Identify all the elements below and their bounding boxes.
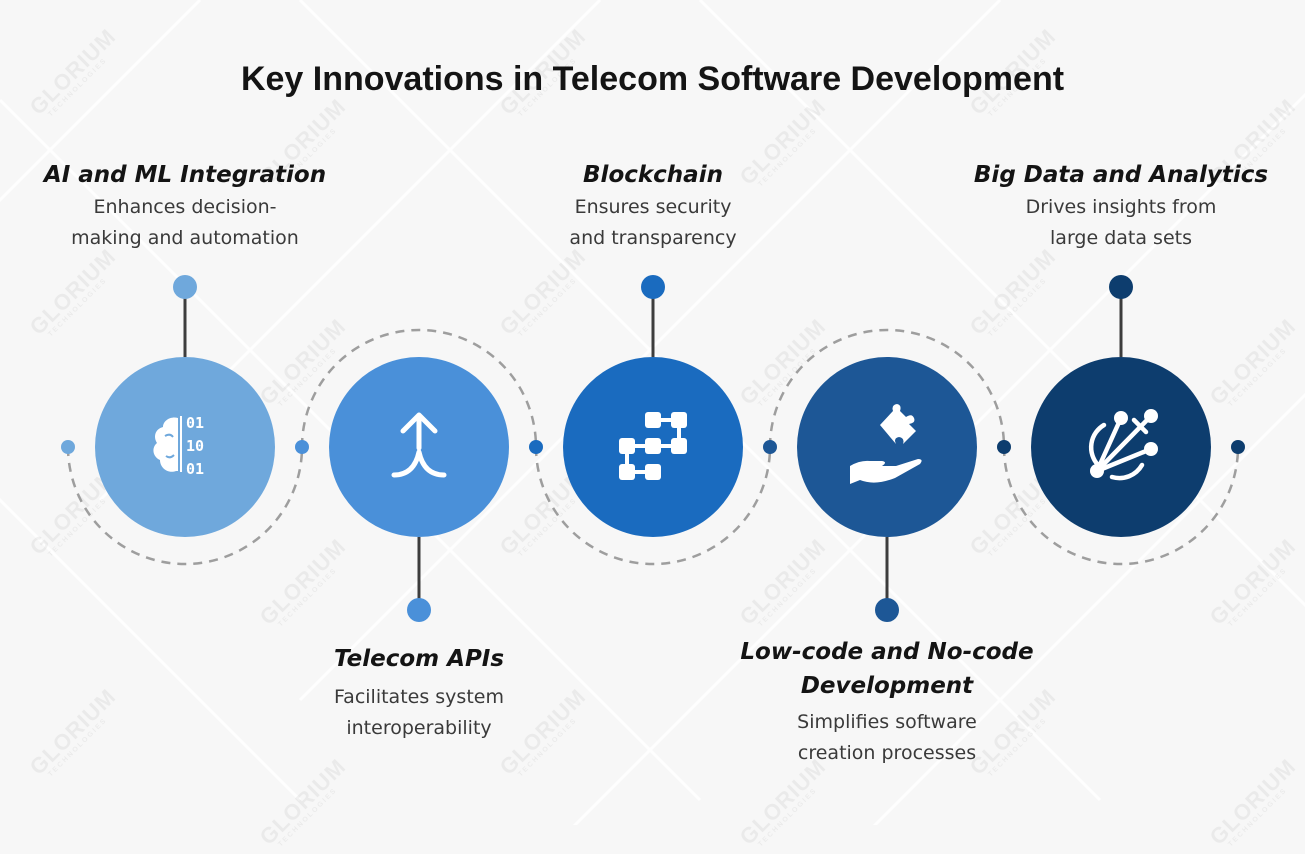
dashed-arc-2 (300, 328, 538, 448)
svg-text:01: 01 (186, 460, 204, 478)
dashed-arc-4 (768, 328, 1006, 448)
innovation-heading: Telecom APIs (333, 646, 505, 672)
connector-dot-1 (173, 275, 197, 299)
svg-text:01: 01 (186, 414, 204, 432)
merge-arrow-icon (391, 412, 447, 478)
brain-binary-icon: 01 10 01 (153, 414, 204, 478)
innovation-desc-line: Drives insights from (1025, 196, 1217, 218)
timeline-diagram: 01 10 01 (61, 275, 1245, 622)
innovation-desc-line: and transparency (569, 227, 737, 249)
innovation-desc-line: Ensures security (574, 196, 732, 218)
block-chain-icon (619, 412, 687, 480)
innovation-desc-line: making and automation (71, 227, 299, 249)
svg-text:10: 10 (186, 437, 204, 455)
innovation-desc-line: interoperability (346, 717, 492, 739)
connector-dot-4 (875, 598, 899, 622)
connector-dot-3 (641, 275, 665, 299)
innovation-heading: Low-code and No-code (740, 639, 1034, 665)
innovation-label-low-code: Low-code and No-code Development Simplif… (717, 635, 1057, 769)
innovation-desc-line: Facilitates system (334, 686, 504, 708)
connector-dot-5 (1109, 275, 1133, 299)
innovation-heading: Development (800, 673, 974, 699)
innovation-heading: Blockchain (583, 162, 723, 188)
innovation-circle-ai-ml (95, 357, 275, 537)
innovation-heading: Big Data and Analytics (973, 162, 1269, 188)
innovation-desc-line: large data sets (1050, 227, 1192, 249)
hand-puzzle-icon (850, 404, 922, 484)
dashed-arc-3 (534, 446, 772, 566)
innovation-desc-line: Simplifies software (797, 711, 977, 733)
page-title: Key Innovations in Telecom Software Deve… (240, 60, 1065, 98)
innovation-circle-low-code (797, 357, 977, 537)
dashed-arc-1 (66, 446, 304, 566)
innovation-heading: AI and ML Integration (43, 162, 327, 188)
dashed-arc-5 (1002, 446, 1240, 566)
innovation-label-ai-ml: AI and ML Integration Enhances decision-… (20, 158, 350, 254)
innovation-label-big-data: Big Data and Analytics Drives insights f… (951, 158, 1291, 254)
innovation-label-telecom-apis: Telecom APIs Facilitates system interope… (269, 642, 569, 744)
connector-dot-2 (407, 598, 431, 622)
data-network-icon (1088, 413, 1154, 481)
innovation-label-blockchain: Blockchain Ensures security and transpar… (503, 158, 803, 254)
innovation-desc-line: Enhances decision- (93, 196, 277, 218)
innovation-desc-line: creation processes (797, 742, 977, 764)
